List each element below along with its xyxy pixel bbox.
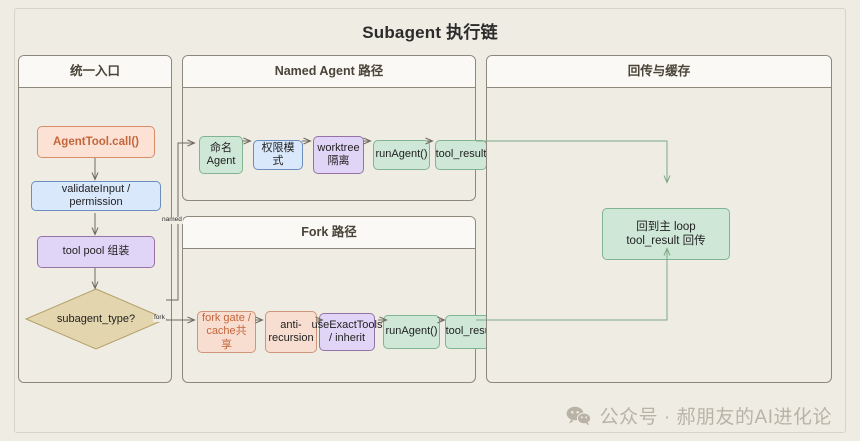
node-subagent-type-decision[interactable]: subagent_type? [25, 288, 167, 350]
edge-label-fork: fork [153, 314, 166, 322]
node-run-agent-named[interactable]: runAgent() [373, 140, 430, 170]
node-permission-mode[interactable]: 权限模式 [253, 140, 303, 170]
node-tool-result-named[interactable]: tool_result [435, 140, 487, 170]
subgraph-fork-title: Fork 路径 [183, 217, 475, 249]
subgraph-named-agent-title: Named Agent 路径 [183, 56, 475, 88]
subgraph-return-cache: 回传与缓存 回到主 loop tool_result 回传 [486, 55, 832, 383]
node-worktree-isolation[interactable]: worktree 隔离 [313, 136, 364, 174]
subgraph-fork: Fork 路径 fork gate / cache共享 anti- recurs… [182, 216, 497, 383]
subgraph-entry: 统一入口 AgentTool.call() validateInput / pe… [18, 55, 172, 383]
node-main-loop-return[interactable]: 回到主 loop tool_result 回传 [602, 208, 730, 260]
node-use-exact-tools[interactable]: useExactTools / inherit [312, 313, 382, 351]
node-subagent-type-label: subagent_type? [56, 313, 136, 325]
watermark: 公众号 · 郝朋友的AI进化论 [566, 402, 832, 429]
node-fork-gate[interactable]: fork gate / cache共享 [197, 311, 256, 353]
wechat-icon [566, 406, 591, 425]
node-validate-input[interactable]: validateInput / permission [31, 181, 161, 211]
node-named-agent[interactable]: 命名 Agent [199, 136, 243, 174]
page-title: Subagent 执行链 [362, 23, 498, 42]
subgraph-return-cache-title: 回传与缓存 [487, 56, 831, 88]
node-tool-pool[interactable]: tool pool 组装 [37, 236, 155, 268]
watermark-text: 公众号 · 郝朋友的AI进化论 [599, 407, 832, 428]
node-anti-recursion[interactable]: anti- recursion [265, 311, 317, 353]
diamond-shape [25, 288, 167, 350]
subgraph-entry-title: 统一入口 [19, 56, 171, 88]
node-run-agent-fork[interactable]: runAgent() [383, 315, 440, 349]
edge-label-named: named [161, 216, 183, 224]
node-agenttool-call[interactable]: AgentTool.call() [37, 126, 155, 158]
subgraph-named-agent: Named Agent 路径 命名 Agent 权限模式 worktree 隔离… [182, 55, 487, 201]
